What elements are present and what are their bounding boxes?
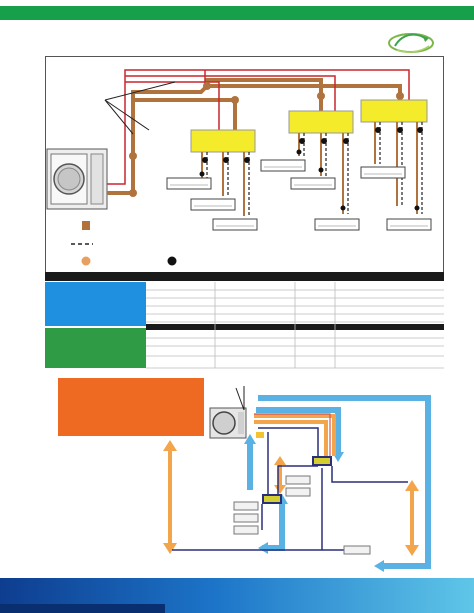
note-box	[58, 378, 204, 436]
table-row-group-blue	[45, 282, 146, 326]
orange-pipes	[168, 414, 414, 548]
callout-lines	[104, 81, 176, 135]
header-bar	[0, 6, 474, 20]
table-grid	[146, 282, 444, 369]
wire-joint-dots	[199, 127, 423, 211]
blue-pipes	[247, 395, 431, 569]
branch-pipes	[201, 122, 418, 216]
control-wires	[107, 69, 410, 185]
table-header-row	[45, 272, 444, 281]
navy-lines	[172, 427, 408, 551]
legend-wire-joint	[167, 256, 177, 266]
diagram-legend	[71, 221, 177, 266]
legend-pipe-joint	[81, 256, 91, 266]
branch-wires	[206, 122, 423, 216]
outdoor-unit-icon	[46, 148, 108, 210]
blue-arrow-head	[374, 560, 384, 572]
system-piping-diagram	[45, 56, 444, 274]
indoor-unit-vents	[170, 166, 428, 227]
outdoor-unit-icon	[209, 407, 247, 439]
indoor-unit-icons	[166, 159, 432, 231]
legend-pipe-marker	[82, 221, 90, 230]
red-pipes	[254, 413, 331, 456]
piping-length-diagram	[163, 386, 431, 572]
callout-line	[235, 387, 245, 411]
logo-leaf-swirl-icon	[388, 33, 434, 53]
table-row-group-green	[45, 328, 146, 368]
indoor-unit-icons	[233, 475, 371, 555]
branch-box-icons	[190, 99, 428, 153]
orange-arrow-heads	[163, 440, 419, 556]
footer-strip	[0, 604, 165, 613]
spec-table	[45, 272, 444, 369]
pipe-joint-dots	[129, 82, 404, 197]
